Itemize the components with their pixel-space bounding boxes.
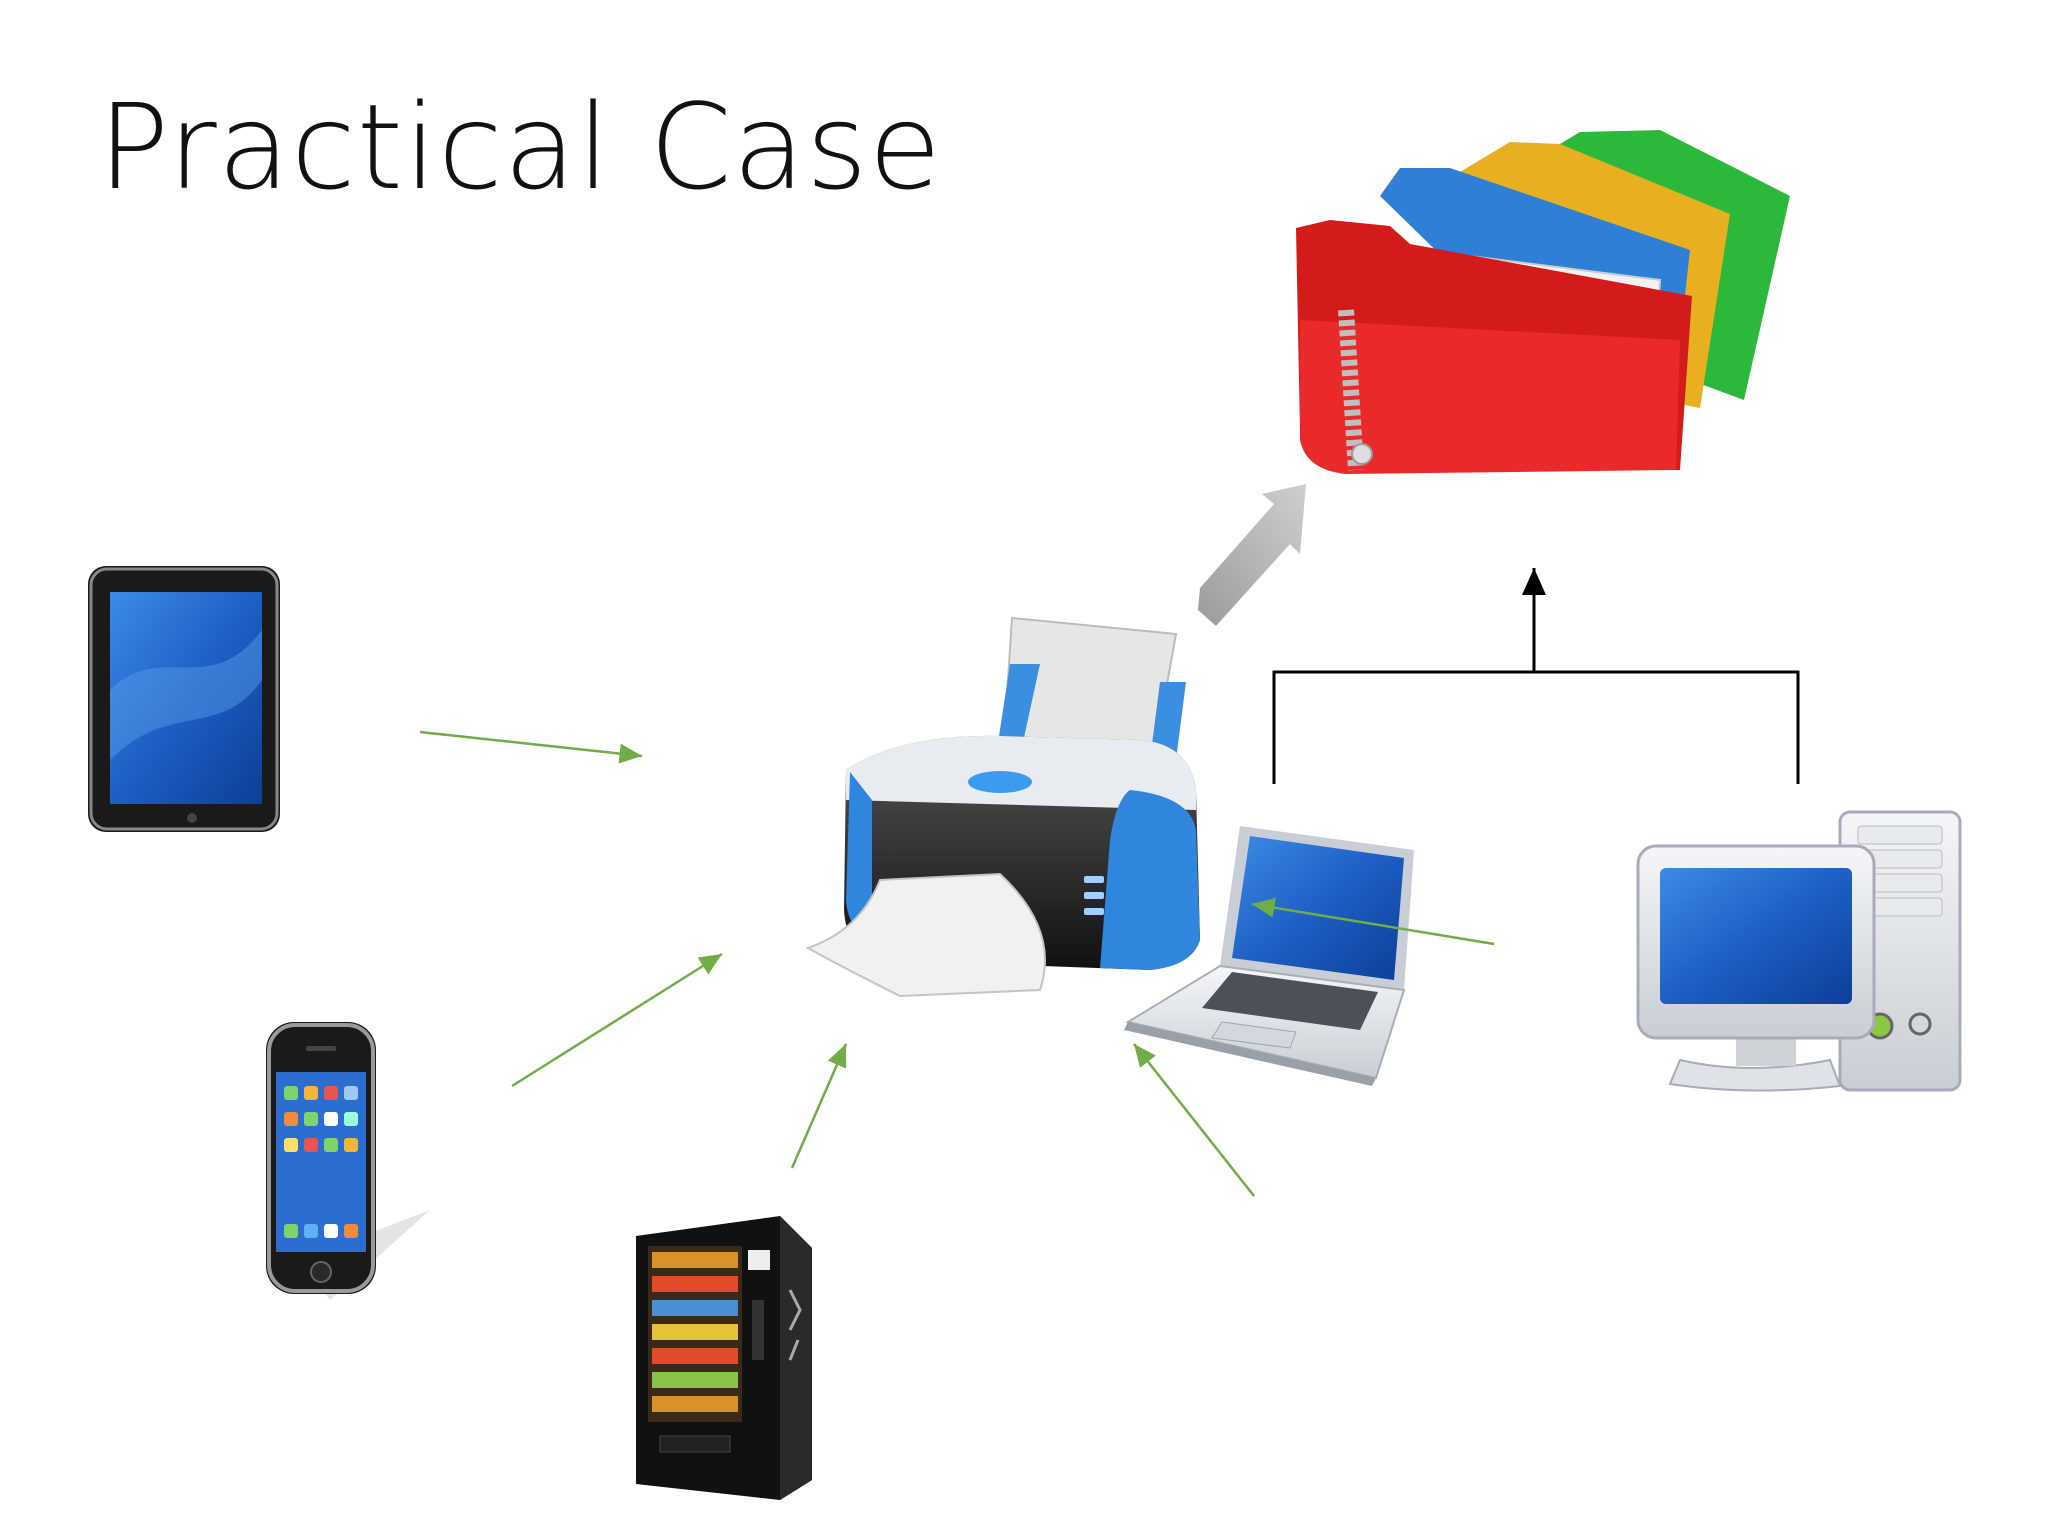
arrow-desktop-to-laptop: [1251, 897, 1495, 946]
vending-machine-icon: [636, 1216, 812, 1500]
gray-arrow: [1198, 484, 1306, 626]
tablet-icon: [88, 566, 280, 832]
slide-title: Practical Case: [98, 78, 943, 216]
arrow-vending-to-printer: [790, 1043, 848, 1169]
desktop-computer-icon: [1636, 810, 1962, 1092]
arrow-from-bottom-right: [1133, 1043, 1255, 1197]
arrow-phone-to-printer: [511, 952, 723, 1088]
laptop-icon: [1124, 826, 1414, 1086]
black-connector: [1272, 568, 1800, 784]
printer-icon: [805, 616, 1200, 998]
arrow-tablet-to-printer: [419, 730, 643, 764]
zipped-folders-icon: [1296, 130, 1790, 474]
smartphone-icon: [266, 1022, 430, 1300]
